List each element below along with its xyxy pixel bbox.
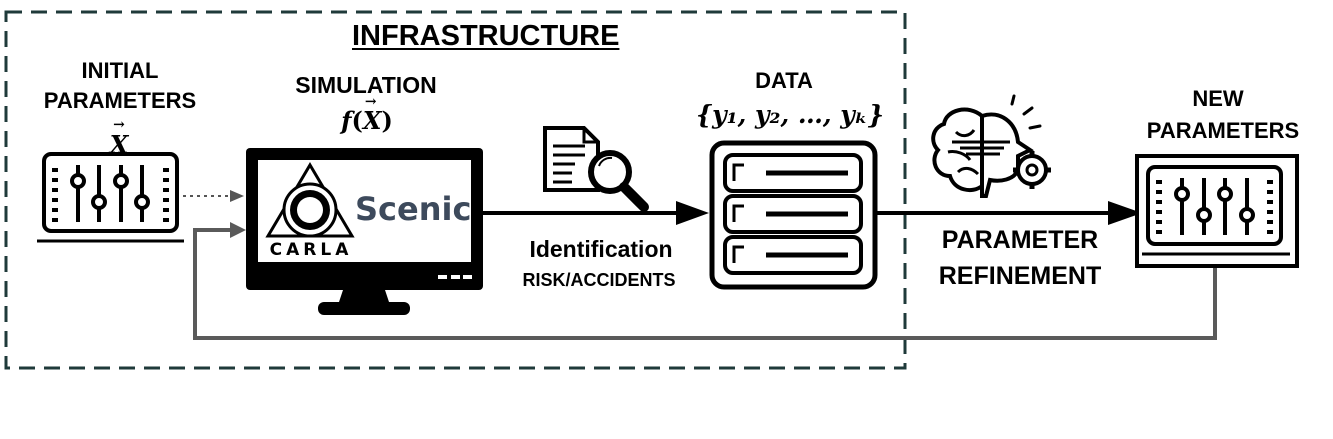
formula-x: X (362, 106, 382, 135)
initial-params-x: X (109, 130, 129, 159)
initial-params-label-2: PARAMETERS (43, 88, 197, 113)
carla-logo-icon (265, 162, 355, 238)
new-params-label-1: NEW (1192, 86, 1244, 111)
feedback-loop-arrow (193, 222, 1217, 340)
data-set: {y₁, y₂, …, yₖ} (696, 100, 884, 129)
new-sliders-icon (1135, 154, 1299, 268)
initial-sliders-icon (37, 152, 184, 243)
simulation-formula: f(→X) (341, 94, 393, 135)
monitor-icon (246, 148, 483, 315)
carla-wordmark: CARLA (269, 240, 353, 260)
identification-label: Identification (529, 236, 673, 262)
initial-params-label-1: INITIAL (81, 58, 159, 83)
database-server-icon (709, 140, 878, 290)
refinement-label-1: PARAMETER (941, 226, 1099, 254)
dotted-arrow-initial-to-sim (183, 190, 244, 202)
brain-gear-icon (931, 94, 1051, 198)
document-search-icon (543, 126, 649, 212)
scenic-wordmark: Scenic (355, 190, 472, 228)
formula-f: f (341, 106, 352, 135)
new-params-label-2: PARAMETERS (1146, 118, 1300, 143)
refinement-label-2: REFINEMENT (938, 262, 1102, 290)
initial-params-symbol: → X (109, 117, 129, 159)
arrow-sim-to-data (483, 201, 709, 225)
arrow-data-to-new-params (875, 201, 1142, 225)
infrastructure-title: INFRASTRUCTURE (352, 20, 620, 52)
infrastructure-boundary (4, 10, 907, 370)
data-title: DATA (755, 68, 813, 93)
risk-accidents-label: RISK/ACCIDENTS (522, 270, 676, 290)
simulation-title: SIMULATION (295, 72, 437, 98)
